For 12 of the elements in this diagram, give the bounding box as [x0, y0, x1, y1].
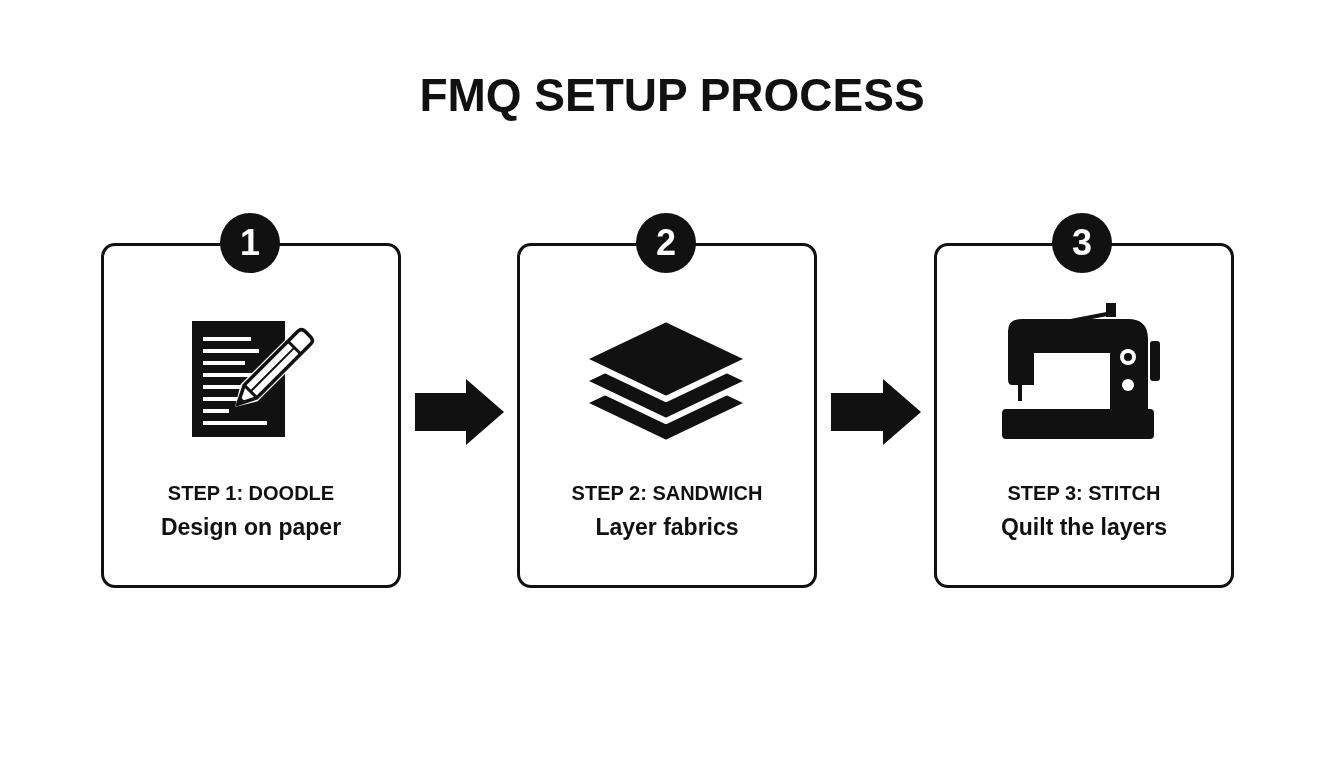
- step-heading: STEP 3: STITCH: [1006, 482, 1162, 505]
- step-number-badge: 3: [1052, 213, 1112, 273]
- diagram-title: FMQ SETUP PROCESS: [418, 68, 926, 122]
- step-description: Layer fabrics: [594, 514, 740, 541]
- block-arrow: [415, 379, 504, 445]
- step-number-badge: 1: [220, 213, 280, 273]
- step-heading: STEP 2: SANDWICH: [570, 482, 764, 505]
- step-number-badge: 2: [636, 213, 696, 273]
- block-arrow: [831, 379, 921, 445]
- step-description: Quilt the layers: [999, 514, 1169, 541]
- step-heading: STEP 1: DOODLE: [166, 482, 336, 505]
- step-description: Design on paper: [159, 514, 343, 541]
